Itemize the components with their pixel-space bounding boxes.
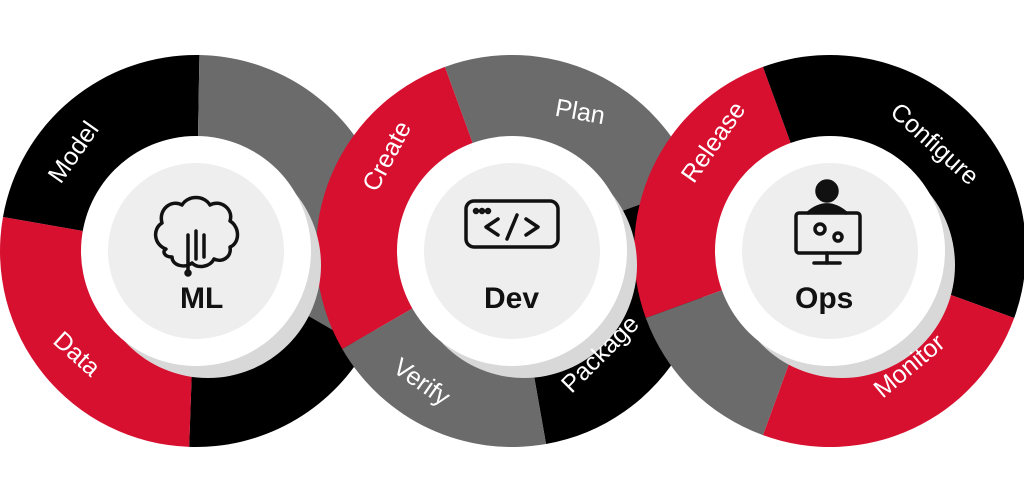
ring-segment-monitor [762, 289, 1015, 447]
ring-segment-release [634, 66, 792, 319]
ring-segment-verify [342, 307, 547, 447]
hub-title-dev: Dev [484, 282, 540, 315]
operator-monitor-icon [794, 179, 862, 265]
hub-title-ml: ML [180, 282, 224, 315]
code-window-icon [464, 199, 560, 249]
brain-circuit-icon [153, 195, 240, 277]
ring-segment-plan [444, 55, 697, 213]
ring-segment-create [316, 66, 474, 349]
hub-inner [742, 163, 918, 339]
hub-title-ops: Ops [795, 282, 854, 315]
ring-segment-model [2, 55, 200, 232]
ring-segment-data [0, 216, 193, 447]
ring-segment-configure [762, 54, 1024, 319]
ring-segment-unlabeled [645, 289, 792, 436]
ring-segment-unlabeled [189, 307, 366, 448]
